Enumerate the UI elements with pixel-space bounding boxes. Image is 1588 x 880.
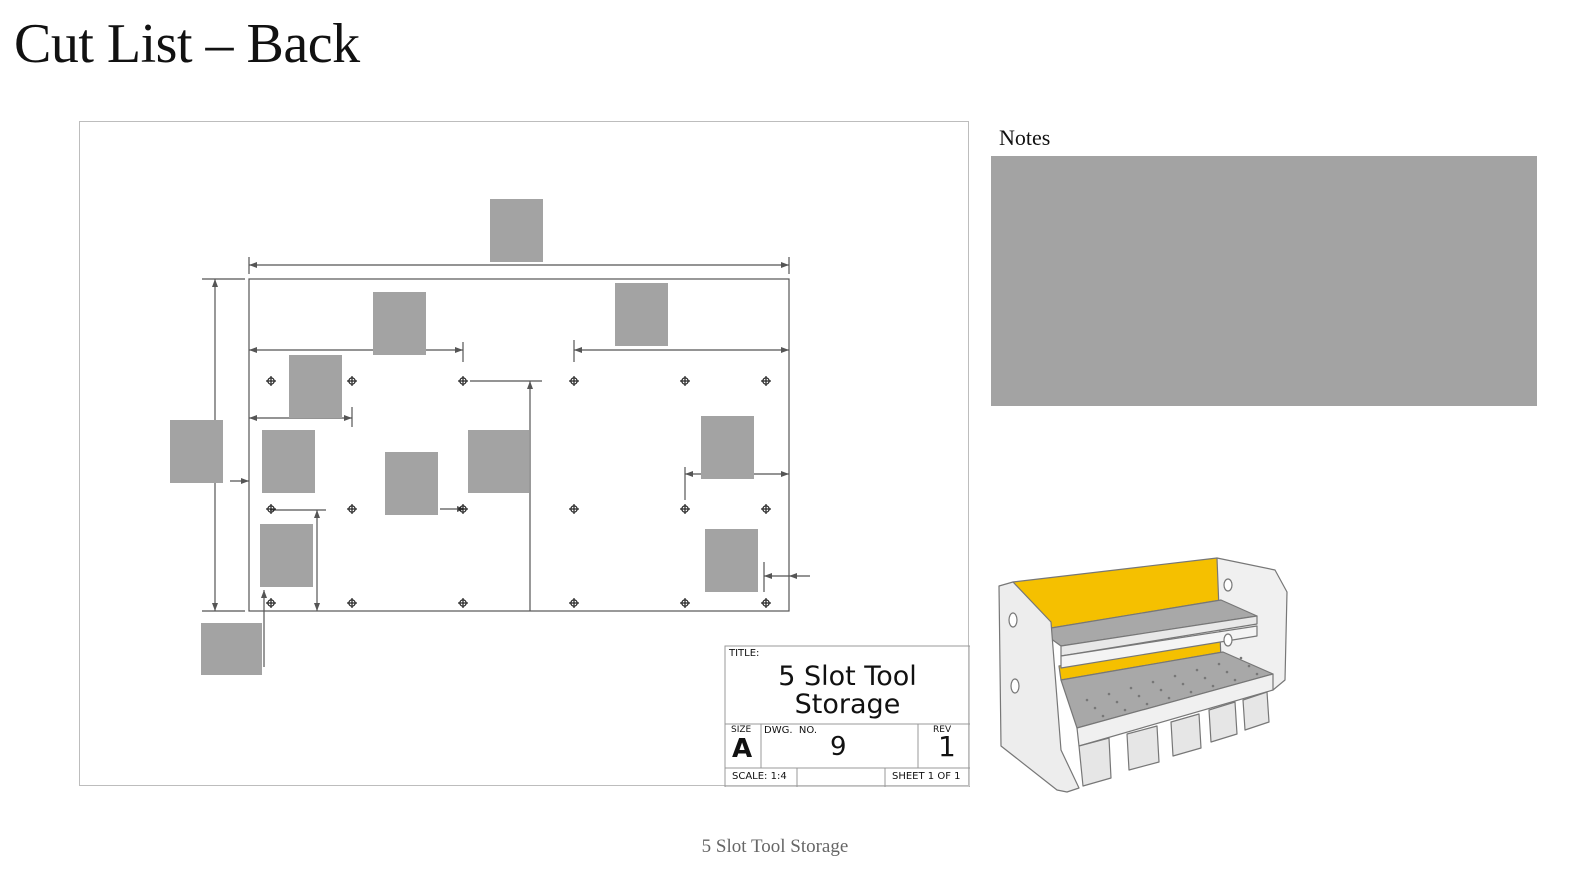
page-footer: 5 Slot Tool Storage — [701, 836, 849, 857]
perforation-dot — [1093, 706, 1097, 710]
notes-box — [991, 156, 1537, 406]
title-block-rev-value: 1 — [938, 730, 956, 763]
title-block-sheet: SHEET 1 OF 1 — [892, 771, 961, 782]
perforation-dot — [1137, 694, 1141, 698]
perforation-dot — [1115, 700, 1119, 704]
perforation-dot — [1145, 702, 1149, 706]
title-block-size-value: A — [732, 734, 753, 764]
perforation-dot — [1159, 688, 1163, 692]
page-title: Cut List – Back — [14, 13, 360, 75]
title-block-dwg-value: 9 — [830, 732, 847, 762]
perforation-dot — [1247, 664, 1251, 668]
dimension-label — [262, 430, 315, 493]
perforation-dot — [1233, 678, 1237, 682]
perforation-dot — [1195, 668, 1199, 672]
dimension-label — [385, 452, 438, 515]
dimension-label — [468, 430, 529, 493]
drawing-lines — [202, 257, 970, 787]
hole-markers — [266, 376, 771, 608]
title-block-scale: SCALE: 1:4 — [732, 771, 787, 782]
perforation-dot — [1167, 696, 1171, 700]
dimension-label — [373, 292, 426, 355]
back-panel-outline — [248, 278, 790, 612]
perforation-dot — [1225, 670, 1229, 674]
dimension-label — [260, 524, 313, 587]
perforation-dot — [1101, 714, 1105, 718]
perforation-dot — [1211, 684, 1215, 688]
perforation-dot — [1181, 682, 1185, 686]
title-block-title-line1: 5 Slot Tool — [778, 661, 917, 692]
dimension-label-left — [170, 420, 223, 483]
title-block — [724, 645, 970, 787]
title-block-title-line2: Storage — [794, 689, 901, 720]
notes-label: Notes — [999, 125, 1051, 150]
title-block-title-label: TITLE: — [729, 648, 760, 659]
perforation-dot — [1189, 690, 1193, 694]
perforation-dot — [1129, 686, 1133, 690]
perforation-dot — [1173, 674, 1177, 678]
title-block-size-label: SIZE — [731, 725, 752, 735]
dimension-label — [705, 529, 758, 592]
perforation-dot — [1151, 680, 1155, 684]
perforation-dot — [1239, 656, 1243, 660]
title-block-dwg-label: DWG. NO. — [764, 725, 817, 736]
tool-storage-illustration — [998, 557, 1288, 793]
dimension-label — [615, 283, 668, 346]
perforation-dot — [1085, 698, 1089, 702]
dimension-label — [289, 355, 342, 418]
dimension-label — [201, 623, 262, 675]
perforation-dot — [1255, 672, 1259, 676]
technical-drawing: TITLE: 5 Slot Tool Storage SIZE A DWG. N… — [79, 121, 970, 787]
perforation-dot — [1123, 708, 1127, 712]
title-block-rev-label: REV — [933, 725, 952, 735]
dimension-label — [701, 416, 754, 479]
dimension-label-top — [490, 199, 543, 262]
perforation-dot — [1217, 662, 1221, 666]
tool-storage-render — [995, 550, 1295, 795]
perforation-dot — [1203, 676, 1207, 680]
perforation-dot — [1107, 692, 1111, 696]
